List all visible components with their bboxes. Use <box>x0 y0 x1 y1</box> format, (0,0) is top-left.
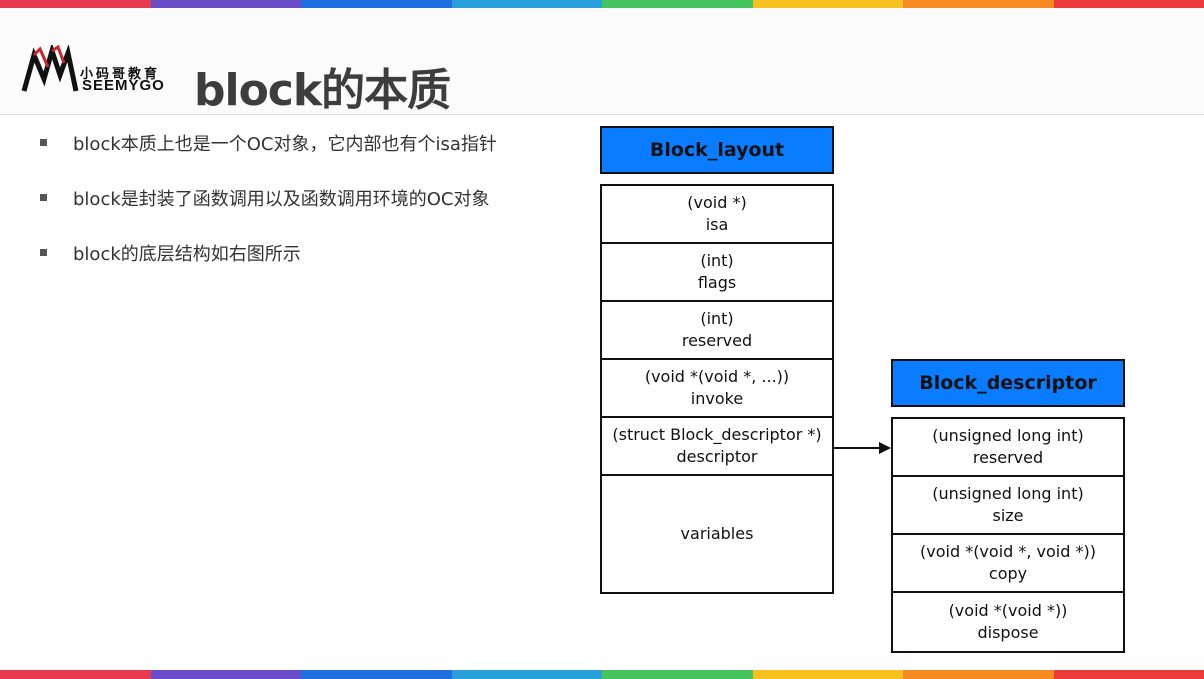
stripe-seg <box>602 0 753 8</box>
stripe-seg <box>301 0 452 8</box>
field-name: dispose <box>977 623 1039 642</box>
struct-field: (struct Block_descriptor *) descriptor <box>602 418 832 476</box>
stripe-seg <box>602 670 753 679</box>
stripe-seg <box>1053 0 1204 8</box>
bullet-text: block是封装了函数调用以及函数调用环境的OC对象 <box>73 189 490 210</box>
logo-mark-icon <box>21 45 79 92</box>
page-title: block的本质 <box>194 65 451 116</box>
field-type: (struct Block_descriptor *) <box>612 425 822 444</box>
stripe-seg <box>1053 670 1204 679</box>
field-type: (int) <box>700 251 734 270</box>
block-layout-struct: (void *) isa (int) flags (int) reserved … <box>600 184 834 594</box>
top-color-stripe <box>0 0 1204 8</box>
stripe-seg <box>150 0 301 8</box>
bullet-square-icon <box>40 194 47 201</box>
field-name: size <box>992 506 1024 525</box>
struct-field: (void *(void *)) dispose <box>893 593 1123 651</box>
field-name: copy <box>988 564 1028 583</box>
field-name: reserved <box>681 331 753 350</box>
struct-field: (int) flags <box>602 244 832 302</box>
field-name: variables <box>680 524 754 543</box>
struct-field: (int) reserved <box>602 302 832 360</box>
block-descriptor-title: Block_descriptor <box>891 359 1125 407</box>
block-descriptor-struct: (unsigned long int) reserved (unsigned l… <box>891 417 1125 653</box>
stripe-seg <box>150 670 301 679</box>
stripe-seg <box>752 0 903 8</box>
struct-field: (void *) isa <box>602 186 832 244</box>
stripe-seg <box>0 670 151 679</box>
bottom-color-stripe <box>0 670 1204 679</box>
block-layout-title: Block_layout <box>600 126 834 174</box>
field-name: reserved <box>972 448 1044 467</box>
struct-field: (unsigned long int) reserved <box>893 419 1123 477</box>
stripe-seg <box>0 0 151 8</box>
logo-english-text: SEEMYGO <box>82 77 165 94</box>
stripe-seg <box>752 670 903 679</box>
field-name: isa <box>705 215 729 234</box>
field-type: (void *(void *)) <box>948 601 1068 620</box>
field-type: (unsigned long int) <box>932 484 1084 503</box>
logo-chinese-text: 小码哥教育 <box>80 67 161 82</box>
field-name: flags <box>697 273 737 292</box>
stripe-seg <box>451 670 602 679</box>
bullet-text: block的底层结构如右图所示 <box>73 244 301 265</box>
struct-field: (void *(void *, ...)) invoke <box>602 360 832 418</box>
struct-field: variables <box>602 476 832 592</box>
slide-header: 小码哥教育 SEEMYGO block的本质 <box>0 8 1204 116</box>
pointer-arrow-icon <box>833 442 891 454</box>
field-type: (int) <box>700 309 734 328</box>
seemygo-logo: 小码哥教育 SEEMYGO <box>20 45 180 100</box>
stripe-seg <box>903 0 1054 8</box>
field-name: descriptor <box>676 447 758 466</box>
field-type: (void *) <box>687 193 747 212</box>
struct-field: (unsigned long int) size <box>893 477 1123 535</box>
field-type: (unsigned long int) <box>932 426 1084 445</box>
bullet-text: block本质上也是一个OC对象，它内部也有个isa指针 <box>73 134 497 155</box>
stripe-seg <box>451 0 602 8</box>
field-name: invoke <box>690 389 744 408</box>
stripe-seg <box>903 670 1054 679</box>
struct-field: (void *(void *, void *)) copy <box>893 535 1123 593</box>
bullet-square-icon <box>40 139 47 146</box>
stripe-seg <box>301 670 452 679</box>
field-type: (void *(void *, ...)) <box>644 367 790 386</box>
field-type: (void *(void *, void *)) <box>920 542 1096 561</box>
bullet-square-icon <box>40 249 47 256</box>
